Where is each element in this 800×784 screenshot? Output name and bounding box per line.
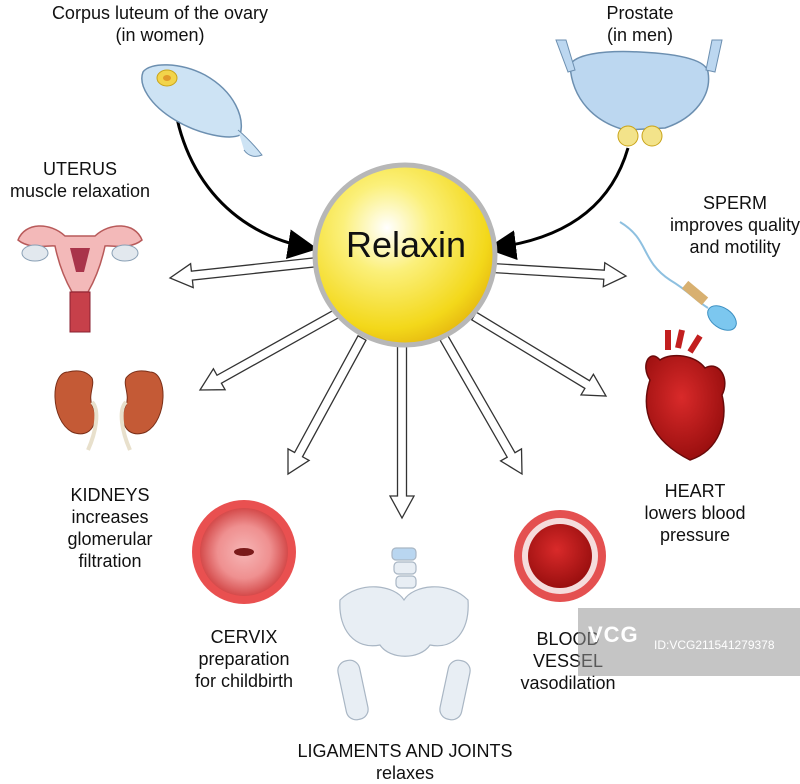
arrow-to-ligaments	[388, 345, 416, 520]
blood-vessel-illustration	[514, 510, 606, 602]
cervix-label: CERVIX preparation for childbirth	[178, 626, 310, 692]
relaxin-label: Relaxin	[345, 224, 467, 265]
sperm-title: SPERM	[702, 193, 767, 213]
prostate-label-line1: Prostate	[606, 3, 674, 23]
blood-vessel-effect: vasodilation	[520, 673, 616, 693]
heart-illustration	[645, 329, 726, 461]
prostate-label-line2: (in men)	[606, 25, 673, 45]
uterus-title: UTERUS	[42, 159, 117, 179]
prostate-to-relaxin-arrow	[486, 147, 630, 261]
ovary-label-line1: Corpus luteum of the ovary	[51, 3, 269, 23]
kidneys-illustration	[54, 370, 164, 451]
ligaments-effect: relaxes	[375, 763, 435, 783]
watermark-id: ID:VCG211541279378	[654, 638, 775, 652]
cervix-title: CERVIX	[210, 627, 278, 647]
cervix-effect-line2: for childbirth	[194, 671, 294, 691]
ligaments-title: LIGAMENTS AND JOINTS	[297, 741, 513, 761]
ovary-illustration	[141, 64, 263, 157]
arrow-to-heart	[470, 311, 608, 397]
sperm-effect-line1: improves quality	[670, 215, 800, 235]
arrow-to-sperm	[491, 261, 628, 288]
relaxin-sphere	[312, 162, 498, 348]
uterus-effect: muscle relaxation	[9, 181, 151, 201]
arrow-to-blood-vessel	[439, 334, 523, 476]
prostate-label: Prostate (in men)	[580, 2, 700, 46]
heart-effect-line2: pressure	[659, 525, 731, 545]
ovary-label-line2: (in women)	[115, 25, 205, 45]
kidneys-label: KIDNEYS increases glomerular filtration	[40, 484, 180, 572]
uterus-label: UTERUS muscle relaxation	[0, 158, 160, 202]
outgoing-arrows	[168, 256, 628, 520]
heart-label: HEART lowers blood pressure	[630, 480, 760, 546]
sperm-illustration	[619, 221, 737, 331]
heart-title: HEART	[664, 481, 726, 501]
kidneys-effect-line2: glomerular	[67, 529, 153, 549]
pelvis-illustration	[337, 547, 471, 721]
sperm-effect-line2: and motility	[689, 237, 781, 257]
watermark: VCG ID:VCG211541279378	[578, 608, 800, 676]
kidneys-effect-line3: filtration	[78, 551, 142, 571]
kidneys-title: KIDNEYS	[70, 485, 150, 505]
ovary-label: Corpus luteum of the ovary (in women)	[10, 2, 310, 46]
arrow-to-kidneys	[198, 309, 340, 391]
uterus-illustration	[17, 225, 143, 333]
sperm-label: SPERM improves quality and motility	[670, 192, 800, 258]
ligaments-label: LIGAMENTS AND JOINTS relaxes	[250, 740, 560, 784]
cervix-effect-line1: preparation	[198, 649, 290, 669]
kidneys-effect-line1: increases	[71, 507, 149, 527]
cervix-illustration	[192, 500, 296, 604]
arrow-to-uterus	[168, 256, 320, 289]
heart-effect-line1: lowers blood	[644, 503, 746, 523]
watermark-logo: VCG	[588, 622, 639, 647]
arrow-to-cervix	[287, 334, 367, 476]
prostate-illustration	[555, 39, 723, 147]
